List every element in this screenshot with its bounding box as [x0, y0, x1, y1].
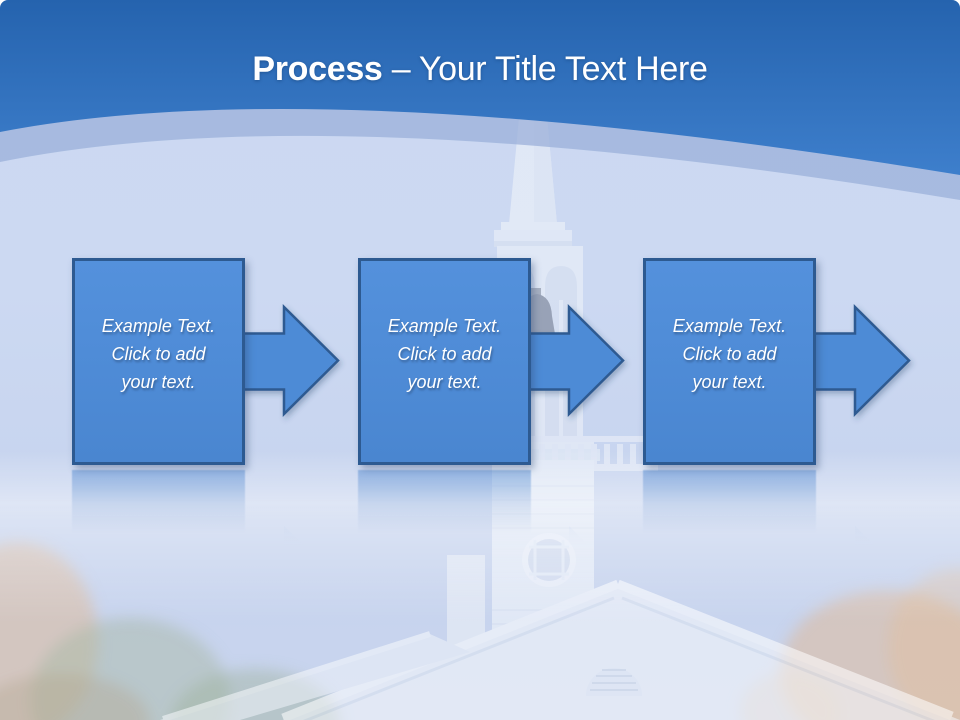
- box-reflection: [358, 470, 531, 534]
- step-text-line: Click to add: [682, 343, 777, 364]
- process-step-box-2[interactable]: Example Text. Click to add your text.: [358, 258, 531, 465]
- header-main-curve: [0, 0, 960, 175]
- arrow-right-shape: [518, 304, 625, 417]
- step-text: Example Text. Click to add your text.: [388, 312, 501, 396]
- header-curve: [0, 0, 960, 200]
- step-text-line: your text.: [692, 371, 767, 392]
- step-text-line: Example Text.: [672, 315, 787, 336]
- step-text-line: Click to add: [111, 343, 206, 364]
- step-text-line: your text.: [121, 371, 196, 392]
- slide-title[interactable]: Process – Your Title Text Here: [0, 50, 960, 89]
- title-keyword: Process: [252, 50, 383, 88]
- arrow-reflection: [806, 526, 909, 633]
- step-text: Example Text. Click to add your text.: [102, 312, 215, 396]
- arrow-reflection: [235, 526, 338, 633]
- box-reflection: [643, 470, 816, 534]
- arrow-right-shape: [804, 304, 911, 417]
- process-step-box-3[interactable]: Example Text. Click to add your text.: [643, 258, 816, 465]
- step-text-line: Click to add: [397, 343, 492, 364]
- step-text-line: Example Text.: [101, 315, 216, 336]
- title-text: – Your Title Text Here: [382, 50, 708, 88]
- step-text: Example Text. Click to add your text.: [673, 312, 786, 396]
- step-text-line: your text.: [407, 371, 482, 392]
- process-step-box-1[interactable]: Example Text. Click to add your text.: [72, 258, 245, 465]
- arrow-right-shape: [233, 304, 340, 417]
- step-text-line: Example Text.: [387, 315, 502, 336]
- arrow-reflection: [520, 526, 623, 633]
- box-reflection: [72, 470, 245, 534]
